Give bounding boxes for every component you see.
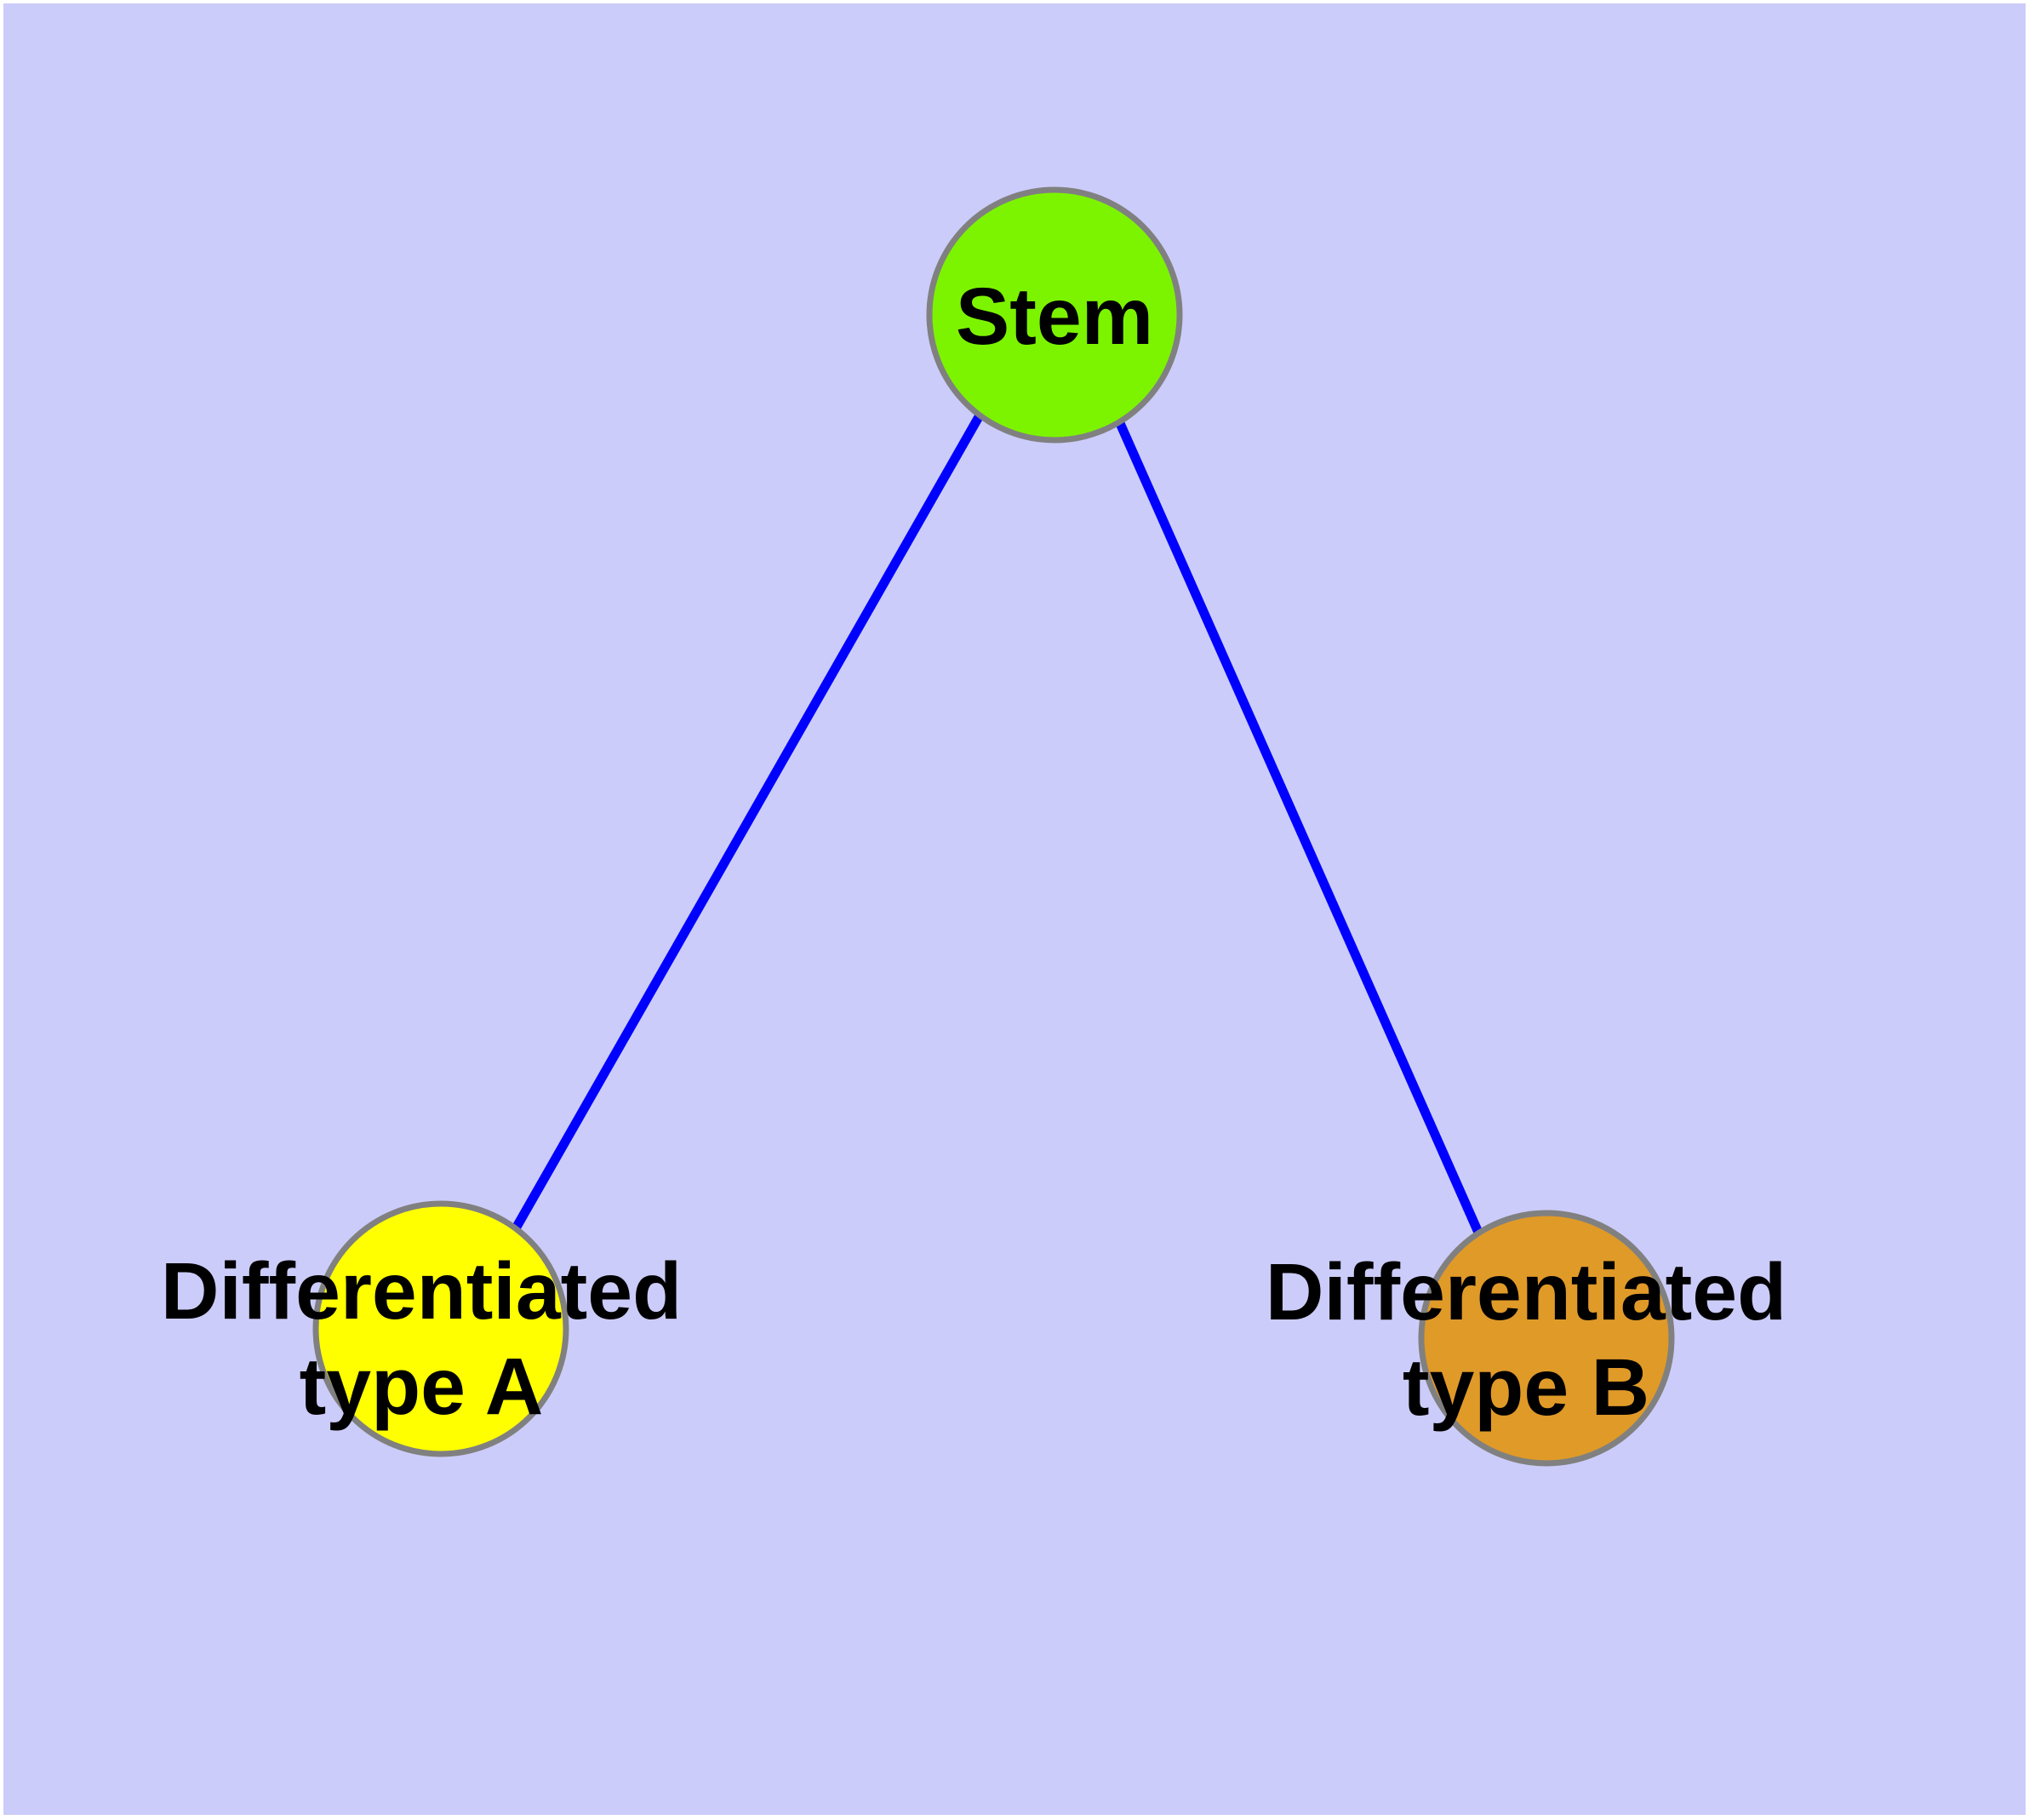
node-differentiated-type-a-label-line1: Differentiated [161,1246,682,1336]
node-stem-circle[interactable] [926,186,1183,444]
labels-layer: Stem Differentiated type A Differentiate… [161,272,1786,1433]
node-differentiated-type-b-circle[interactable] [1418,1210,1675,1467]
node-differentiated-type-a-label-line2: type A [300,1342,544,1432]
node-differentiated-type-b-label-line2: type B [1403,1342,1649,1433]
edges-layer [512,413,1484,1237]
edge-stem-to-differentiated-type-a[interactable] [512,413,984,1231]
nodes-layer [312,186,1675,1467]
node-differentiated-type-a-circle[interactable] [312,1200,569,1457]
node-differentiated-type-b-label-line1: Differentiated [1266,1247,1786,1337]
edge-stem-to-differentiated-type-b[interactable] [1114,419,1484,1237]
node-stem-label: Stem [956,272,1153,362]
